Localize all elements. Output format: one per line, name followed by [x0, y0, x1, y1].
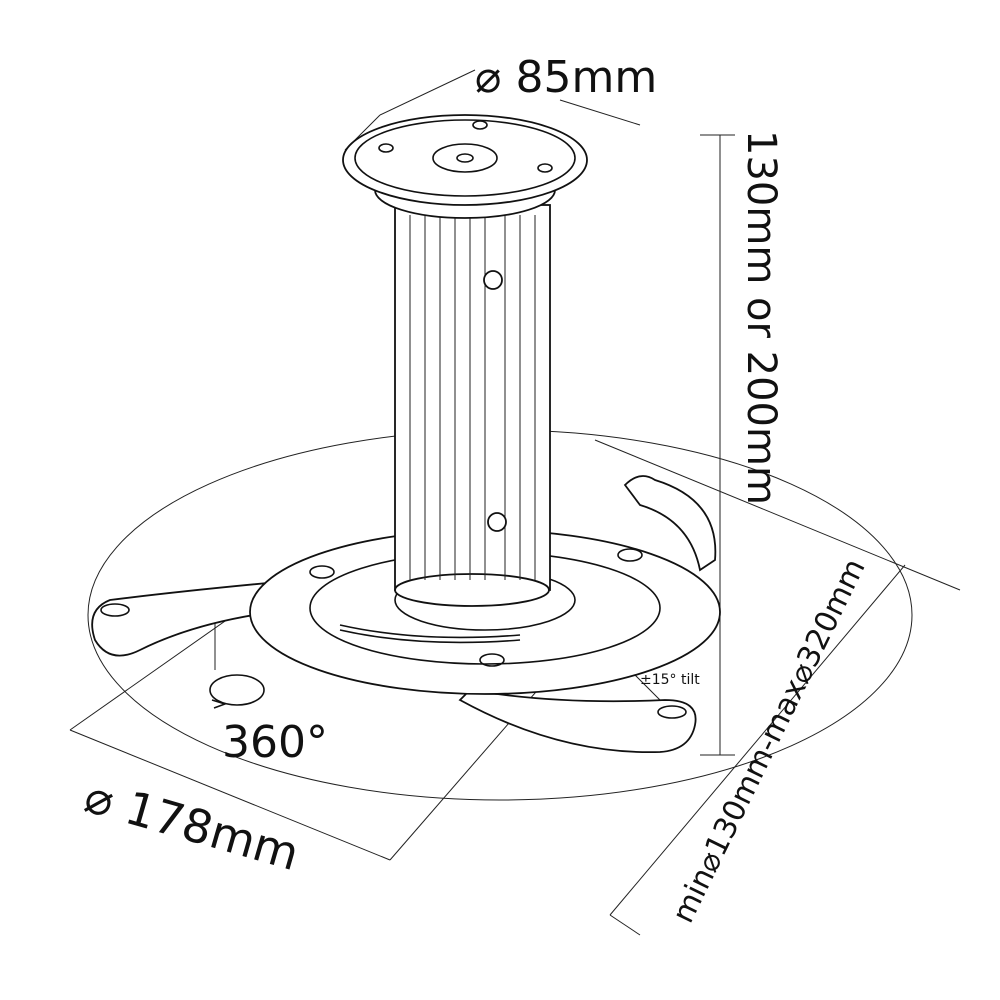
- arm-left: [91, 578, 302, 657]
- rotation-arrow-icon: [209, 674, 265, 706]
- extension-column: [394, 204, 551, 591]
- top-plate-diameter-label: ⌀ 85mm: [475, 52, 657, 103]
- base-diameter-label: ⌀ 178mm: [79, 769, 305, 881]
- top-plate: [342, 114, 588, 206]
- rotation-label: 360°: [222, 717, 328, 768]
- dimension-lines: [69, 69, 961, 936]
- arm-right-back: [623, 475, 717, 572]
- arm-right-front: [458, 689, 697, 754]
- height-label: 130mm or 200mm: [738, 130, 784, 505]
- tilt-label: ±15° tilt: [640, 672, 700, 688]
